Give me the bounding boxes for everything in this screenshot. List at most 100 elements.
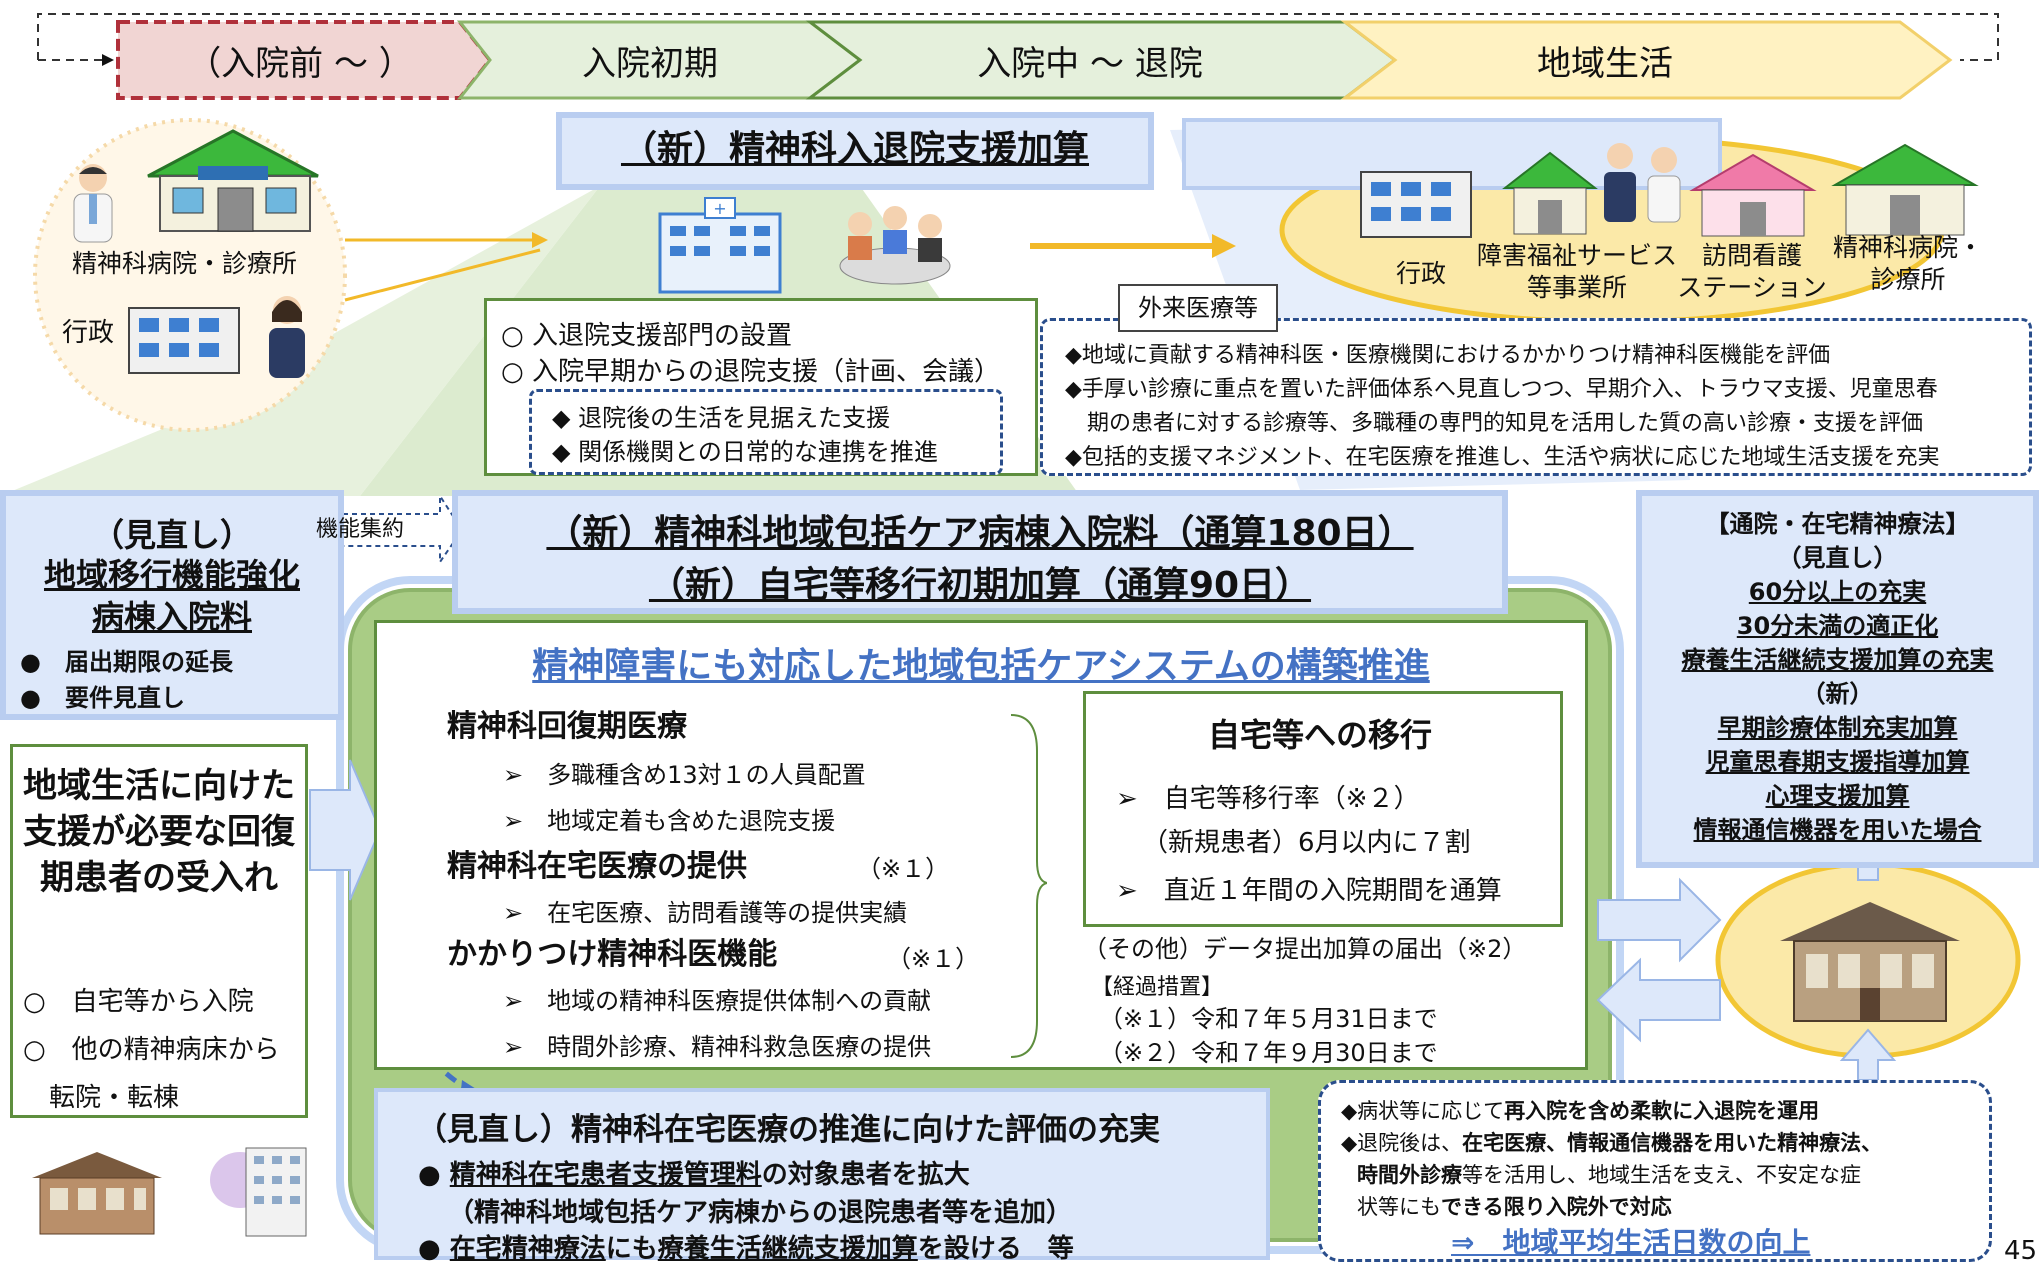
home-title: 自宅等への移行 [1207,716,1432,754]
right-line-2: 60分以上の充実 [1748,578,1927,606]
sec3-item-2: ➢ 時間外診療、精神科救急医療の提供 [503,1033,932,1061]
house-building-icon [32,1152,162,1235]
left-accept-box: 地域生活に向けた支援が必要な回復期患者の受入れ ○ 自宅等から入院 ○ 他の精神… [10,744,308,1118]
right-line-4: 療養生活継続支援加算の充実 [1681,646,1994,674]
home-item-3: ➢ 直近１年間の入院期間を通算 [1116,876,1502,906]
sec3-note: （※１） [887,945,980,973]
bullet-dot: ● [418,1160,441,1190]
outpatient-tag: 外来医療等 [1118,284,1278,332]
stage-label-4: 地域生活 [1537,44,1673,84]
hospital-building-icon: + [658,197,782,294]
bottom-center-title: （見直し）精神科在宅医療の推進に向けた評価の充実 [416,1112,1160,1148]
br-l2-pre: ◆退院後は、 [1341,1131,1463,1155]
bottom-right-box: ◆病状等に応じて再入院を含め柔軟に入退院を運用 ◆退院後は、在宅医療、情報通信機… [1318,1080,1992,1262]
br-l1-bold: 再入院を含め柔軟に入退院を運用 [1504,1099,1820,1123]
left-accept-item-3: 転院・転棟 [23,1083,180,1113]
br-l4-bold: できる限り入院外で対応 [1441,1195,1672,1219]
transition-title: 【経過措置】 [1091,975,1224,1000]
sec2-item-1: ➢ 在宅医療、訪問看護等の提供実績 [503,899,908,927]
left-accept-item-1: ○ 自宅等から入院 [23,987,254,1017]
br-line-3: 時間外診療等を活用し、地域生活を支え、不安定な症 [1357,1159,1861,1189]
bottom-center-line3: ● 在宅精神療法にも療養生活継続支援加算を設ける 等 [418,1228,1074,1265]
nyutaiin-item-2: ○ 入院早期からの退院支援（計画、会議） [501,357,1000,387]
community-clinic-icon [1831,143,1979,236]
br-l2-bold: 在宅医療、情報通信機器を用いた精神療法、 [1462,1131,1883,1155]
community-label-clinic: 精神科病院・ 診療所 [1832,233,1983,294]
staff-woman-icon [269,296,305,378]
sec3-title: かかりつけ精神科医機能 [447,937,778,972]
svg-text:+: + [713,199,726,218]
clinic-house-icon [147,129,319,232]
stage-chevrons [116,20,1953,100]
bottom-center-line2: （精神科地域包括ケア病棟からの退院患者等を追加） [448,1198,1073,1228]
right-line-5: （新） [1801,680,1874,708]
nyutaiin-title-box: （新）精神科入退院支援加算 [556,112,1154,190]
sec1-title: 精神科回復期医療 [447,709,687,744]
minaoshi-left-title2: 地域移行機能強化 [43,556,300,594]
home-house-icon [1780,902,1960,1022]
left-accept-item-2: ○ 他の精神病床から [23,1035,280,1065]
system-heading: 精神障害にも対応した地域包括ケアシステムの構築推進 [532,646,1430,687]
kanrichi-link-text: 精神科在宅患者支援管理料 [449,1160,762,1190]
apartment-building-icon [210,1147,307,1237]
hospital-label: 精神科病院・診療所 [72,249,298,278]
transition-item-2: （※２）令和７年９月30日まで [1099,1039,1438,1067]
stage-label-2: 入院初期 [582,44,718,84]
home-item-1: ➢ 自宅等移行率（※２） [1116,784,1420,814]
doctor-icon [73,164,113,243]
sec1-item-1: ➢ 多職種含め13対１の人員配置 [503,761,866,789]
kinou-shuyaku-tag: 機能集約 [315,517,404,542]
nyutaiin-detail-box: ○ 入退院支援部門の設置 ○ 入院早期からの退院支援（計画、会議） ◆ 退院後の… [484,298,1038,476]
nyutaiin-sub-item-1: ◆ 退院後の生活を見据えた支援 [552,404,891,432]
right-line-9: 情報通信機器を用いた場合 [1693,816,1982,844]
br-l3-post: 等を活用し、地域生活を支え、不安定な症 [1462,1163,1861,1187]
zaitaku-text: 在宅精神療法 [449,1234,606,1264]
sec1-item-2: ➢ 地域定着も含めた退院支援 [503,807,836,835]
admin-building-icon [128,307,240,374]
sec2-title: 精神科在宅医療の提供 [447,849,747,884]
nyutaiin-title: （新）精神科入退院支援加算 [620,129,1089,170]
transition-item-1: （※１）令和７年５月31日まで [1099,1005,1438,1033]
stage-chevron-4 [1340,20,1953,100]
line1-tail: の対象患者を拡大 [761,1160,970,1190]
right-panel: 【通院・在宅精神療法】 （見直し） 60分以上の充実 30分未満の適正化 療養生… [1636,490,2039,868]
minaoshi-left-title1: （見直し） [91,516,252,554]
right-line-7: 児童思春期支援指導加算 [1705,748,1970,776]
stage-label-3: 入院中 ～ 退院 [977,44,1203,84]
right-line-0: 【通院・在宅精神療法】 [1705,510,1970,538]
bullet-dot: ● [418,1234,441,1264]
staff-pair-icon [1604,143,1681,223]
page-number: 45 [2004,1236,2038,1266]
welfare-facility-icon [1502,151,1598,235]
right-line-3: 30分未満の適正化 [1736,612,1939,640]
community-admin-icon [1360,171,1472,238]
nyutaiin-sub-item-2: ◆ 関係機関との日常的な連携を推進 [552,438,938,466]
bottom-center-line1: ● 精神科在宅患者支援管理料の対象患者を拡大 [418,1154,970,1191]
outpatient-line-3: 期の患者に対する診療等、多職種の専門的知見を活用した質の高い診療・支援を評価 [1065,411,1924,436]
br-l1-pre: ◆病状等に応じて [1341,1099,1505,1123]
outpatient-line-4: ◆包括的支援マネジメント、在宅医療を推進し、生活や病状に応じた地域生活支援を充実 [1065,445,1940,470]
nyutaiin-item-1: ○ 入退院支援部門の設置 [501,321,792,351]
bottom-center-box: （見直し）精神科在宅医療の推進に向けた評価の充実 ● 精神科在宅患者支援管理料の… [374,1088,1270,1264]
ryoyo-text: 療養生活継続支援加算 [657,1234,918,1264]
br-line-2: ◆退院後は、在宅医療、情報通信機器を用いた精神療法、 [1341,1127,1882,1157]
minaoshi-left-title3: 病棟入院料 [91,598,252,636]
outpatient-line-1: ◆地域に貢献する精神科医・医療機関におけるかかりつけ精神科医機能を評価 [1065,343,1831,368]
right-line-6: 早期診療体制充実加算 [1717,714,1958,742]
outpatient-box: ◆地域に貢献する精神科医・医療機関におけるかかりつけ精神科医機能を評価 ◆手厚い… [1040,318,2032,476]
bracket-shape [1010,714,1047,1058]
sec3-item-1: ➢ 地域の精神科医療提供体制への貢献 [503,987,932,1015]
main-title-box: （新）精神科地域包括ケア病棟入院料（通算180日） （新）自宅等移行初期加算（通… [452,490,1508,614]
br-line-5: ⇒ 地域平均生活日数の向上 [1451,1226,1811,1259]
admin-label-left: 行政 [62,318,115,348]
br-l4-pre: 状等にも [1357,1195,1441,1219]
br-l3-bold: 時間外診療 [1357,1163,1462,1187]
right-line-1: （見直し） [1777,544,1898,572]
other-note: （その他）データ提出加算の届出（※2） [1083,935,1527,963]
community-label-admin: 行政 [1395,259,1446,288]
community-label-nurse: 訪問看護 ステーション [1677,241,1827,302]
line3-mid: にも [605,1234,658,1264]
outpatient-line-2: ◆手厚い診療に重点を置いた評価体系へ見直しつつ、早期介入、トラウマ支援、児童思春 [1065,377,1938,402]
left-accept-title: 地域生活に向けた支援が必要な回復期患者の受入れ [23,766,295,898]
community-label-welfare: 障害福祉サービス 等事業所 [1476,241,1677,302]
